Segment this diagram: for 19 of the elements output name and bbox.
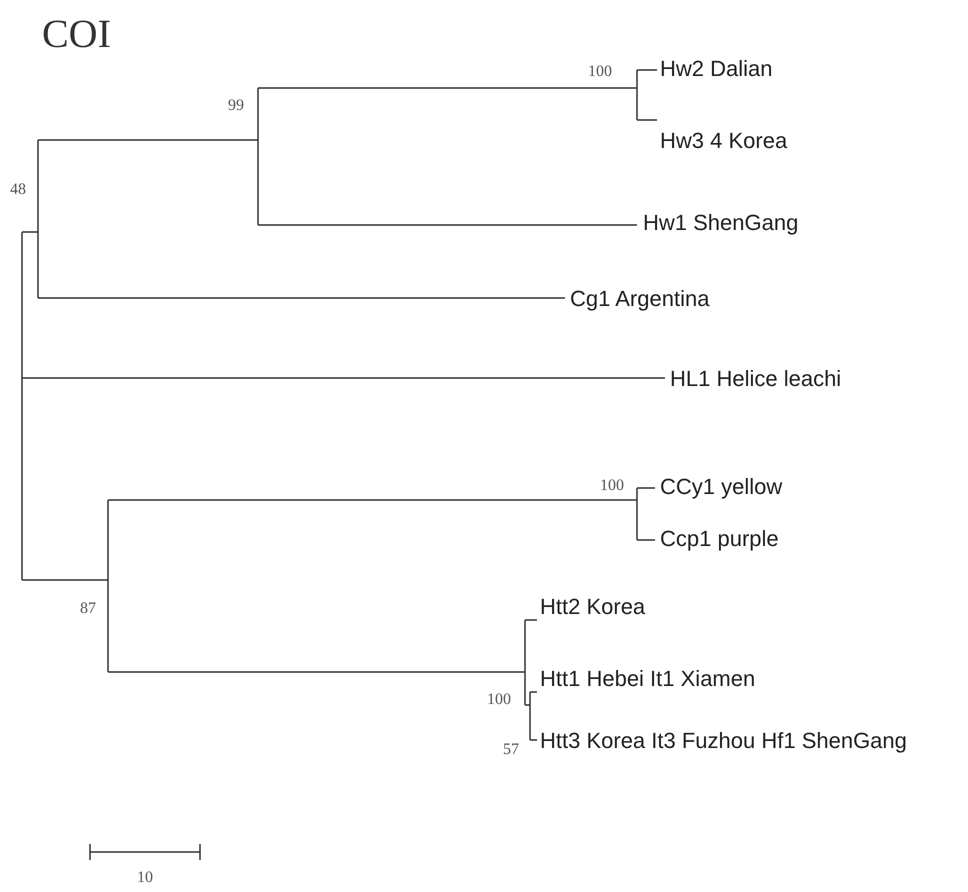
bootstrap-value: 48	[10, 182, 26, 198]
bootstrap-value: 100	[487, 692, 511, 708]
taxon-label: CCy1 yellow	[660, 476, 782, 498]
taxon-label: Htt3 Korea It3 Fuzhou Hf1 ShenGang	[540, 730, 907, 752]
taxon-label: Htt1 Hebei It1 Xiamen	[540, 668, 756, 690]
bootstrap-value: 100	[600, 478, 624, 494]
taxon-label: Cg1 Argentina	[570, 288, 710, 310]
bootstrap-value: 99	[228, 98, 244, 114]
bootstrap-value: 100	[588, 64, 612, 80]
title: COI	[42, 14, 111, 54]
bootstrap-value: 57	[503, 742, 519, 758]
taxon-label: Ccp1 purple	[660, 528, 779, 550]
taxon-label: Hw1 ShenGang	[643, 212, 798, 234]
bootstrap-value: 87	[80, 601, 96, 617]
taxon-label: Hw3 4 Korea	[660, 130, 788, 152]
taxon-label: Hw2 Dalian	[660, 58, 772, 80]
scale-label: 10	[137, 870, 153, 886]
taxon-label: Htt2 Korea	[540, 596, 646, 618]
taxon-label: HL1 Helice leachi	[670, 368, 842, 390]
